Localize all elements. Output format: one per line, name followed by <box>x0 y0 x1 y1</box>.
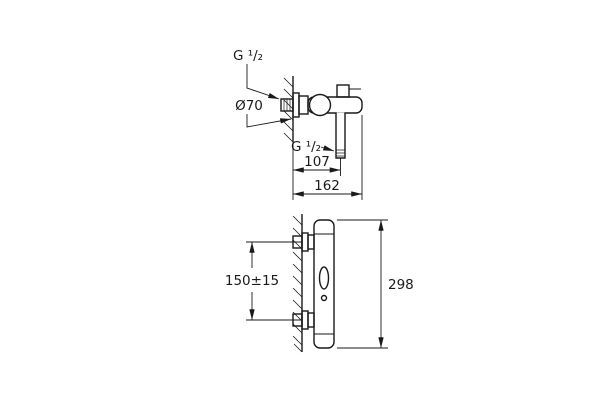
outlet-thread-label: G ¹/₂ <box>291 139 321 155</box>
flange-diameter-leader <box>246 114 292 128</box>
mixer-body-front <box>313 219 335 349</box>
upper-union-nut <box>307 234 315 250</box>
safety-button <box>320 294 328 302</box>
wall-hatch-front <box>292 215 303 353</box>
escutcheon-flange <box>292 92 300 118</box>
front-view <box>292 214 335 353</box>
wall-to-outlet-dim-label: 107 <box>304 154 330 170</box>
inlet-thread-label: G ¹/₂ <box>233 48 263 64</box>
front-view-dimensions <box>246 219 388 349</box>
projection-dim-label: 162 <box>314 178 340 194</box>
diverter-knob <box>336 84 350 98</box>
lower-union-nut <box>307 312 315 328</box>
height-dim-label: 298 <box>388 277 414 293</box>
outlet-pipe-threads <box>336 149 345 157</box>
union-nut-side <box>298 95 309 115</box>
inlet-thread-leader <box>246 64 280 100</box>
inlet-spacing-dim-label: 150±15 <box>225 273 279 289</box>
mixer-body-side <box>307 96 363 114</box>
upper-union-flange <box>301 232 309 252</box>
lower-union-flange <box>301 310 309 330</box>
drawing-labels: G ¹/₂ Ø70 G ¹/₂ 107 162 150±15 298 <box>225 48 414 293</box>
lever-handle-front <box>318 266 330 290</box>
outlet-pipe-fill <box>336 112 345 158</box>
flange-diameter-label: Ø70 <box>235 98 263 114</box>
handle-knob-side <box>308 93 332 117</box>
wall-hatch-side <box>283 77 294 143</box>
inlet-nipple-threads <box>283 99 291 111</box>
outlet-thread-leader <box>320 145 335 152</box>
side-view-dimensions <box>246 64 363 200</box>
